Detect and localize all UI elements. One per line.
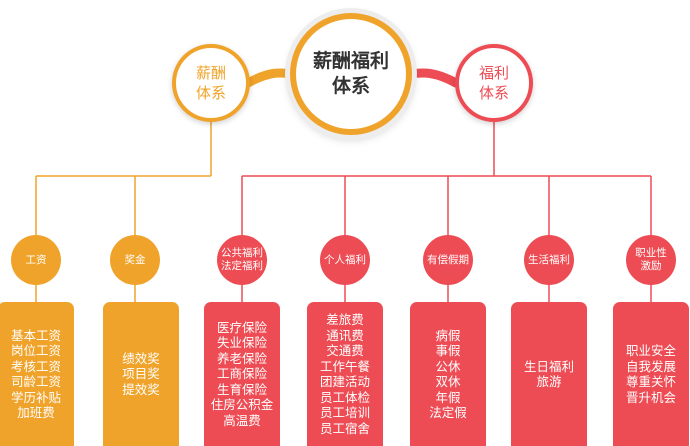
category-node-personal-welfare: 个人福利	[320, 235, 370, 285]
category-label: 奖金	[124, 253, 146, 266]
category-node-life-welfare: 生活福利	[524, 235, 574, 285]
hub-main-label: 薪酬福利 体系	[312, 50, 389, 97]
detail-box-public-welfare: 医疗保险 失业保险 养老保险 工商保险 生育保险 住房公积金 高温费	[204, 302, 280, 446]
detail-box-wages: 基本工资 岗位工资 考核工资 司龄工资 学历补贴 加班费	[0, 302, 74, 446]
category-label: 个人福利	[324, 253, 366, 266]
category-label: 职业性 激励	[635, 247, 667, 272]
category-node-career-incentive: 职业性 激励	[626, 235, 676, 285]
hub-salary-welfare-system: 薪酬福利 体系	[290, 13, 412, 135]
detail-box-life-welfare: 生日福利 旅游	[511, 302, 587, 446]
category-label: 有偿假期	[427, 253, 469, 266]
salary-tree-lines	[35, 122, 212, 302]
category-label: 生活福利	[528, 253, 570, 266]
detail-box-personal-welfare: 差旅费 通讯费 交通费 工作午餐 团建活动 员工体检 员工培训 员工宿舍	[307, 302, 383, 446]
category-node-bonus: 奖金	[110, 235, 160, 285]
detail-box-career-incentive: 职业安全 自我发展 尊重关怀 晋升机会	[613, 302, 689, 446]
hub-right-label: 福利 体系	[478, 64, 509, 102]
category-label: 工资	[25, 253, 47, 266]
connector-main-right	[405, 68, 461, 88]
welfare-tree-lines	[241, 122, 652, 302]
hub-welfare-system: 福利 体系	[455, 44, 533, 122]
detail-box-paid-leave: 病假 事假 公休 双休 年假 法定假	[410, 302, 486, 446]
hub-salary-system: 薪酬 体系	[172, 44, 250, 122]
category-label: 公共福利 法定福利	[221, 247, 263, 272]
category-node-wages: 工资	[11, 235, 61, 285]
detail-box-bonus: 绩效奖 项目奖 提效奖	[103, 302, 179, 446]
hub-left-label: 薪酬 体系	[195, 64, 226, 102]
connector-main-left	[243, 68, 297, 88]
category-node-paid-leave: 有偿假期	[423, 235, 473, 285]
category-node-public-welfare: 公共福利 法定福利	[217, 235, 267, 285]
